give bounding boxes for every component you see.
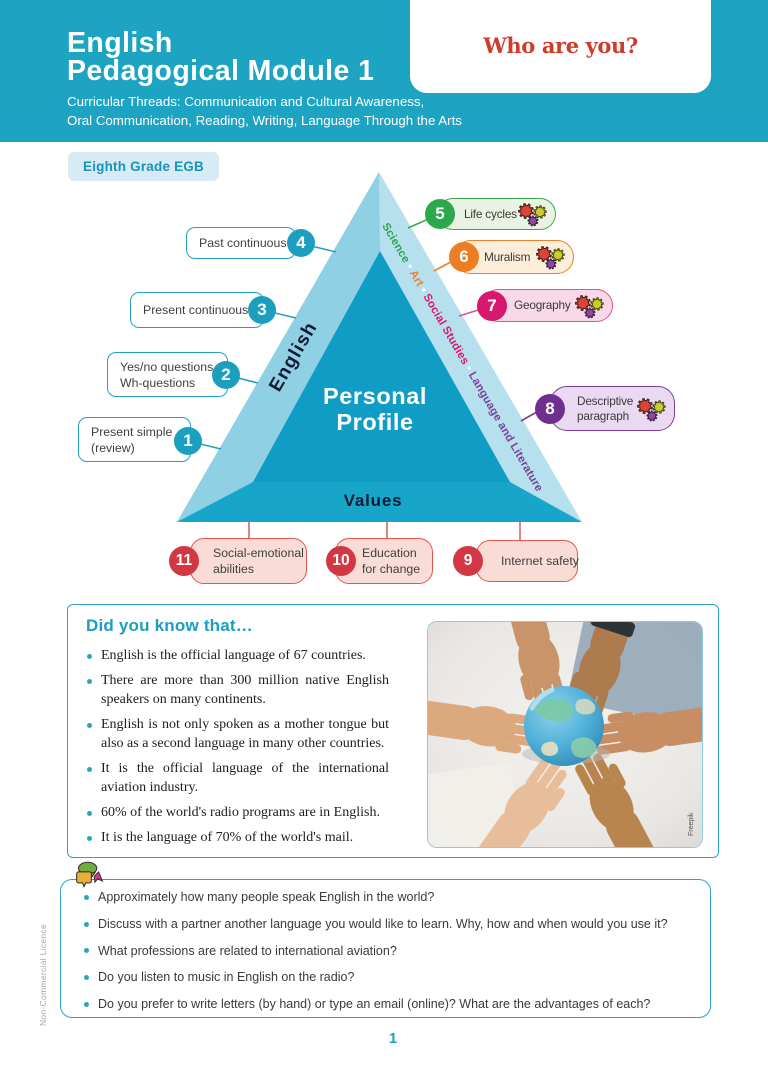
callout-number-6: 6	[449, 242, 479, 272]
did-you-know-facts: English is the official language of 67 c…	[86, 647, 389, 854]
fact-item: English is not only spoken as a mother t…	[86, 716, 389, 753]
callout-number-5: 5	[425, 199, 455, 229]
callout-text: (review)	[91, 440, 135, 455]
callout-life-cycles: Life cycles	[437, 198, 556, 230]
module-title-line1: English	[67, 27, 173, 59]
curricular-threads: Curricular Threads: Communication and Cu…	[67, 93, 462, 130]
hands-globe-photo	[427, 621, 703, 848]
callout-text: Wh-questions	[120, 375, 196, 390]
question-item: Do you listen to music in English on the…	[84, 964, 709, 991]
callout-text: Social-emotional	[213, 546, 304, 560]
callout-number-7: 7	[477, 291, 507, 321]
callout-number-1: 1	[174, 427, 202, 455]
callout-text: abilities	[213, 562, 255, 576]
callout-text: paragraph	[577, 408, 629, 423]
center-label-line2: Profile	[336, 409, 414, 435]
hands-globe-illustration	[428, 622, 702, 847]
gears-icon	[636, 396, 670, 422]
question-item: Approximately how many people speak Engl…	[84, 884, 709, 911]
callout-number-3: 3	[248, 296, 276, 324]
subject-social-studies: Social Studies	[420, 291, 472, 368]
gears-icon	[535, 244, 569, 270]
callout-text: Present continuous	[143, 303, 249, 317]
module-title-line2: Pedagogical Module 1	[67, 55, 375, 87]
subject-science: Science	[379, 221, 412, 266]
unit-question-card: Who are you?	[410, 0, 711, 93]
fact-item: English is the official language of 67 c…	[86, 647, 389, 666]
callout-text: Life cycles	[464, 206, 517, 221]
callout-text: Muralism	[484, 249, 531, 264]
callout-number-2: 2	[212, 361, 240, 389]
curricular-threads-line1: Curricular Threads: Communication and Cu…	[67, 94, 425, 109]
callout-text: Present simple	[91, 424, 173, 439]
callout-descriptive-paragraph: Descriptive paragraph	[550, 386, 675, 431]
callout-number-9: 9	[453, 546, 483, 576]
left-connectors	[187, 242, 337, 450]
page-number: 1	[388, 1030, 398, 1047]
callout-number-4: 4	[287, 229, 315, 257]
unit-question: Who are you?	[483, 33, 638, 58]
did-you-know-title: Did you know that…	[86, 616, 253, 635]
callout-social-emotional: Social-emotional abilities	[190, 538, 307, 584]
question-item: Discuss with a partner another language …	[84, 911, 709, 938]
callout-number-11: 11	[169, 546, 199, 576]
callout-text: Geography	[514, 298, 571, 312]
callout-text: Yes/no questions	[120, 359, 214, 374]
pyramid-left-edge-label: English	[265, 318, 322, 396]
callout-number-8: 8	[535, 394, 565, 424]
subject-art: Art	[406, 268, 426, 289]
callout-text: Internet safety	[501, 554, 579, 568]
questions-list: Approximately how many people speak Engl…	[84, 884, 709, 1017]
callout-text: Descriptive	[577, 393, 634, 408]
fact-item: 60% of the world's radio programs are in…	[86, 804, 389, 823]
curricular-threads-line2: Oral Communication, Reading, Writing, La…	[67, 112, 462, 128]
module-title: English Pedagogical Module 1	[67, 27, 375, 87]
grade-badge: Eighth Grade EGB	[68, 152, 219, 181]
discussion-icon	[76, 861, 104, 888]
callout-text: Past continuous	[199, 236, 287, 250]
fact-item: It is the language of 70% of the world's…	[86, 829, 389, 848]
callout-text: Education	[362, 546, 417, 560]
fact-item: There are more than 300 million native E…	[86, 672, 389, 709]
callout-internet-safety: Internet safety	[476, 540, 579, 582]
gears-icon	[517, 201, 551, 227]
pyramid-left-face	[177, 172, 380, 522]
callout-questions: Yes/no questions Wh-questions	[107, 352, 228, 397]
center-label-line1: Personal	[322, 383, 428, 409]
photo-credit: Freepik	[688, 812, 695, 836]
question-item: What professions are related to internat…	[84, 937, 709, 964]
callout-number-10: 10	[326, 546, 356, 576]
callout-present-simple: Present simple (review)	[78, 417, 191, 462]
fact-item: It is the official language of the inter…	[86, 760, 389, 797]
pyramid-center-label: Personal Profile	[323, 383, 427, 435]
question-item: Do you prefer to write letters (by hand)…	[84, 991, 709, 1018]
subject-language-literature: Language and Literature	[465, 369, 545, 494]
callout-past-continuous: Past continuous	[186, 227, 296, 259]
callout-text: for change	[362, 562, 421, 576]
pyramid-values-label: Values	[343, 491, 403, 510]
gears-icon	[574, 293, 608, 319]
callout-present-continuous: Present continuous	[130, 292, 264, 328]
